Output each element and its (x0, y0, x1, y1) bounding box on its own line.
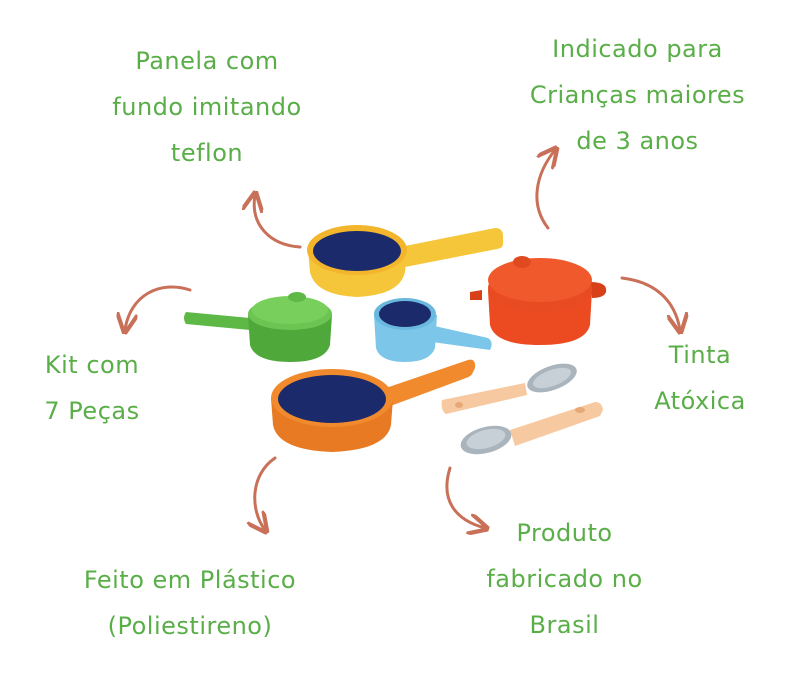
callout-indicado-line-3: de 3 anos (576, 127, 699, 155)
callout-panela-line-3: teflon (170, 139, 244, 167)
callout-produto-line-2: fabricado no (486, 565, 643, 593)
callout-panela-line-2: fundo imitando (112, 93, 302, 121)
callout-indicado-line-1: Indicado para (552, 35, 723, 63)
yellow-frying-pan (307, 225, 503, 297)
callout-arrows (125, 150, 680, 530)
callout-kit-line-1: Kit com (44, 351, 140, 379)
callout-indicado-line-2: Crianças maiores (529, 81, 746, 109)
green-pot (184, 292, 332, 362)
spoon-top (441, 363, 577, 414)
arrow-tinta (620, 276, 680, 330)
arrow-kit (125, 285, 192, 330)
spoon-bottom (460, 402, 603, 455)
callout-indicado: Indicado para Crianças maiores de 3 anos (505, 26, 770, 164)
blue-pot (374, 298, 492, 362)
callout-feito: Feito em Plástico (Poliestireno) (60, 557, 320, 649)
callout-feito-line-2: (Poliestireno) (107, 612, 273, 640)
callout-produto-line-1: Produto (516, 519, 613, 547)
callout-tinta-line-1: Tinta (668, 341, 732, 369)
callout-produto-line-3: Brasil (529, 611, 600, 639)
orange-frying-pan (271, 359, 476, 452)
red-pot (470, 256, 607, 345)
callout-feito-line-1: Feito em Plástico (83, 566, 297, 594)
arrow-indicado (535, 150, 555, 230)
callout-kit: Kit com 7 Peças (22, 342, 162, 434)
callout-tinta: Tinta Atóxica (625, 332, 775, 424)
arrow-produto (445, 466, 485, 528)
callout-produto: Produto fabricado no Brasil (462, 510, 667, 648)
arrow-feito (255, 456, 277, 530)
callout-panela-line-1: Panela com (135, 47, 279, 75)
arrow-panela (254, 195, 302, 249)
callout-tinta-line-2: Atóxica (654, 387, 746, 415)
callout-kit-line-2: 7 Peças (44, 397, 140, 425)
callout-panela: Panela com fundo imitando teflon (92, 38, 322, 176)
